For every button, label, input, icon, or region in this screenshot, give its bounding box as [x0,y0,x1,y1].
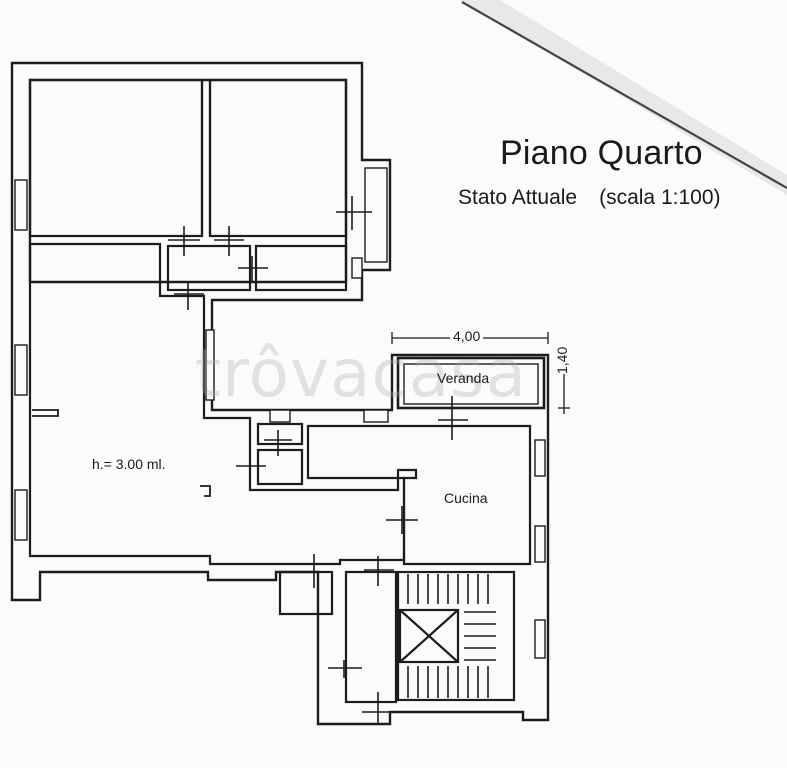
closet-room [278,570,334,616]
top-room-left [28,78,204,238]
windows [14,167,546,659]
plan-title: Piano Quarto [500,134,703,172]
room-label-veranda: Veranda [437,370,490,386]
plan-subtitle: Stato Attuale (scala 1:100) [458,186,721,210]
corridor-small-2 [254,244,348,292]
living-room-wall [28,242,418,566]
elevator-shaft [398,608,460,664]
veranda-room [396,356,546,410]
veranda-depth-label: 1,40 [554,346,570,374]
interior-walls [28,78,546,704]
inner-wall-outline [28,78,348,284]
plan-scale: (scala 1:100) [599,186,721,209]
door-marks [168,196,468,724]
top-room-right [208,78,348,238]
kitchen-wall [306,424,532,566]
corridor-small-1 [166,244,252,292]
room-label-cucina: Cucina [444,490,488,506]
plan-status: Stato Attuale [458,186,578,209]
stair-treads [407,574,496,698]
wc-room-2 [256,448,304,486]
wc-room-1 [256,422,304,446]
watermark: trôvacasa [195,335,528,412]
paper-fold-line [461,1,787,189]
veranda-width-label: 4,00 [450,328,484,344]
outer-wall-outline [10,61,550,726]
ceiling-height-label: h.= 3.00 ml. [92,456,166,472]
stairs-outline [396,570,516,702]
living-room-details [32,409,211,497]
stair-well [344,570,398,704]
